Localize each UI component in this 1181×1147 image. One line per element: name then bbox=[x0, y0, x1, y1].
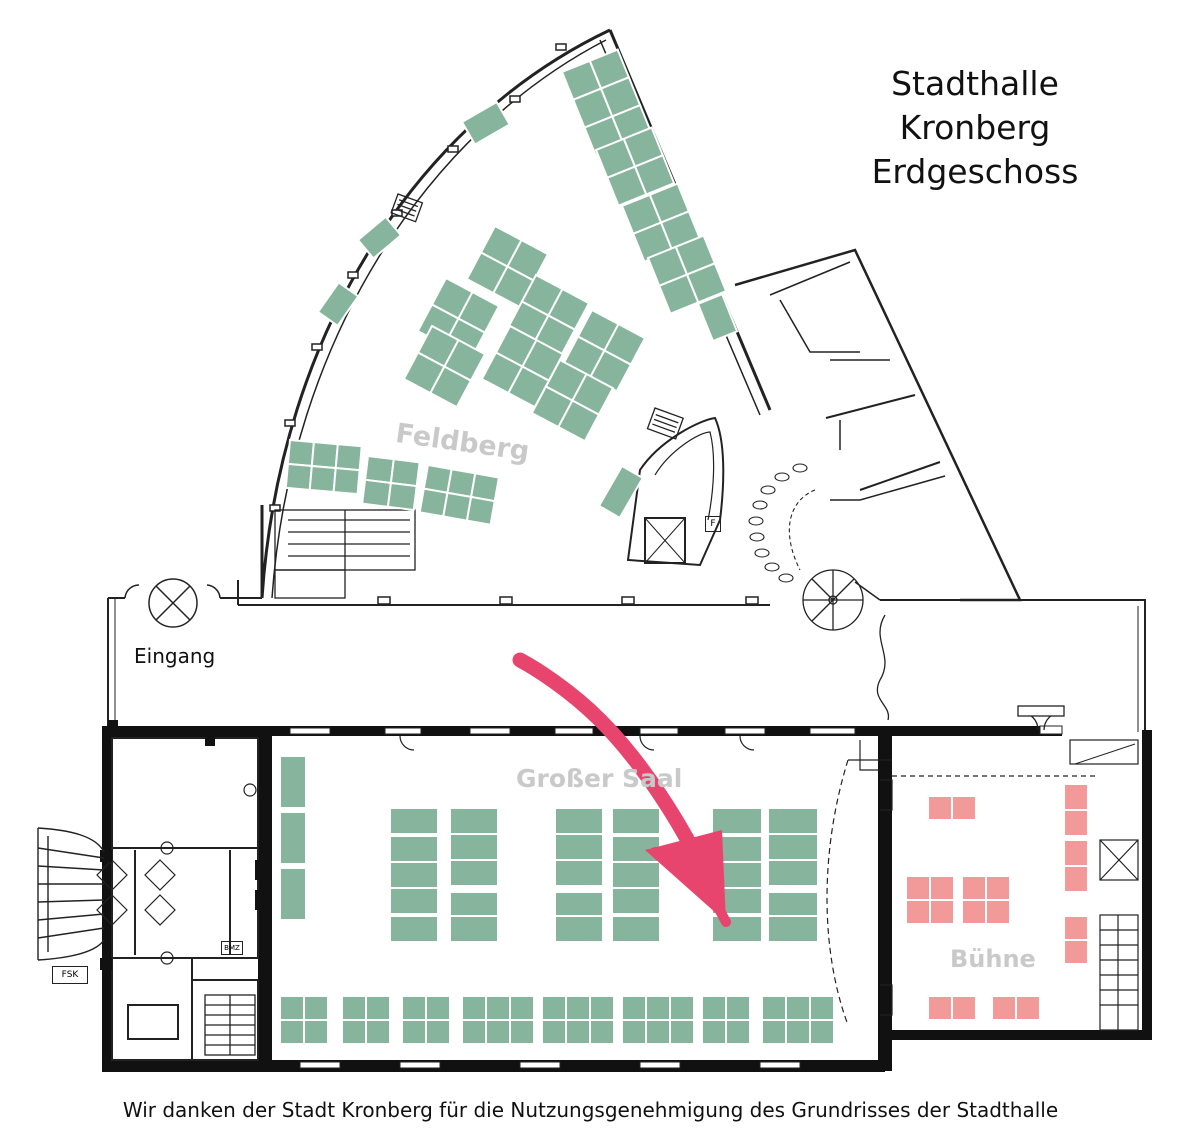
entrance-stairs-icon bbox=[37, 827, 105, 961]
title-line-2: Kronberg bbox=[899, 108, 1051, 147]
service-rooms bbox=[111, 737, 259, 1061]
title-line-1: Stadthalle bbox=[891, 64, 1059, 103]
feldberg-tables bbox=[284, 48, 739, 526]
revolving-door-icon bbox=[124, 578, 221, 628]
foyer-windows bbox=[377, 596, 759, 605]
stairs-icon bbox=[204, 994, 256, 1056]
foyer-door-icons bbox=[876, 614, 1065, 731]
fsk-marker: FSK bbox=[52, 966, 88, 984]
main-hall-doors bbox=[399, 735, 880, 771]
spiral-stair-icon bbox=[802, 569, 864, 631]
room-label-buehne: Bühne bbox=[950, 945, 1036, 973]
east-annex bbox=[734, 248, 1022, 602]
room-label-eingang: Eingang bbox=[134, 644, 216, 668]
credit-caption: Wir danken der Stadt Kronberg für die Nu… bbox=[122, 1098, 1059, 1122]
buehne-tables bbox=[905, 783, 1089, 1021]
bmz-marker: BMZ bbox=[221, 941, 243, 955]
feldberg-stairs-icon bbox=[274, 509, 416, 599]
arrow-icon bbox=[512, 652, 731, 927]
f-marker: F bbox=[705, 516, 721, 532]
service-fixtures bbox=[96, 783, 257, 965]
main-hall-openings bbox=[289, 725, 1063, 1069]
cloakroom-hooks bbox=[748, 463, 816, 583]
saal-tables bbox=[279, 755, 835, 1045]
plan-title: Stadthalle Kronberg Erdgeschoss bbox=[840, 62, 1110, 194]
stage-outline bbox=[826, 739, 1139, 1031]
title-line-3: Erdgeschoss bbox=[871, 152, 1079, 191]
lift-and-bar bbox=[626, 416, 725, 567]
shelf-icons bbox=[390, 193, 685, 440]
room-label-grosser-saal: Großer Saal bbox=[516, 764, 683, 793]
foyer-outline bbox=[107, 597, 1146, 732]
service-wall-posts bbox=[100, 720, 265, 970]
